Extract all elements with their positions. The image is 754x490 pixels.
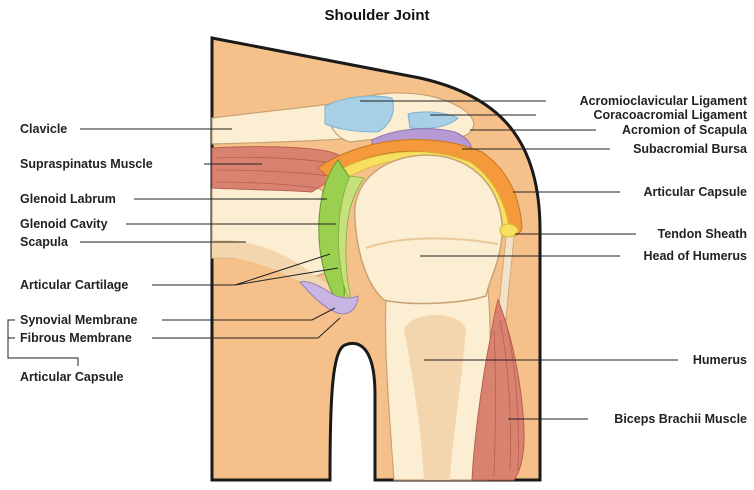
label-coracoacromial-ligament: Coracoacromial Ligament <box>593 108 747 122</box>
tendon-sheath <box>499 223 519 238</box>
label-biceps-brachii-muscle: Biceps Brachii Muscle <box>614 412 747 426</box>
label-head-of-humerus: Head of Humerus <box>644 249 748 263</box>
label-tendon-sheath: Tendon Sheath <box>658 227 747 241</box>
biceps-tendon <box>497 235 515 321</box>
label-acromioclavicular-ligament: Acromioclavicular Ligament <box>580 94 748 108</box>
leader-fibrous-membrane <box>152 317 341 339</box>
page-title: Shoulder Joint <box>325 7 430 24</box>
label-supraspinatus-muscle: Supraspinatus Muscle <box>20 157 153 171</box>
head-of-humerus <box>354 154 503 305</box>
biceps-brachii-muscle <box>471 298 525 481</box>
label-synovial-membrane: Synovial Membrane <box>20 313 137 327</box>
label-glenoid-labrum: Glenoid Labrum <box>20 192 116 206</box>
scapula-shade <box>212 239 338 292</box>
capsule-bracket <box>7 319 79 366</box>
label-scapula: Scapula <box>20 235 69 249</box>
label-articular-cartilage: Articular Cartilage <box>20 278 128 292</box>
label-clavicle: Clavicle <box>20 122 67 136</box>
label-acromion-of-scapula: Acromion of Scapula <box>622 123 748 137</box>
acromioclavicular-ligament <box>324 95 394 133</box>
leader-articular-cartilage-2 <box>234 267 339 286</box>
biceps-fibers <box>493 317 519 477</box>
label-articular-capsule-left: Articular Capsule <box>20 370 124 384</box>
humerus-marrow <box>404 315 466 480</box>
label-subacromial-bursa: Subacromial Bursa <box>633 142 748 156</box>
epiphyseal-line <box>365 237 499 249</box>
label-glenoid-cavity: Glenoid Cavity <box>20 217 108 231</box>
label-fibrous-membrane: Fibrous Membrane <box>20 331 132 345</box>
label-humerus: Humerus <box>693 353 747 367</box>
label-articular-capsule-right: Articular Capsule <box>643 185 747 199</box>
leader-synovial-membrane <box>162 307 336 321</box>
